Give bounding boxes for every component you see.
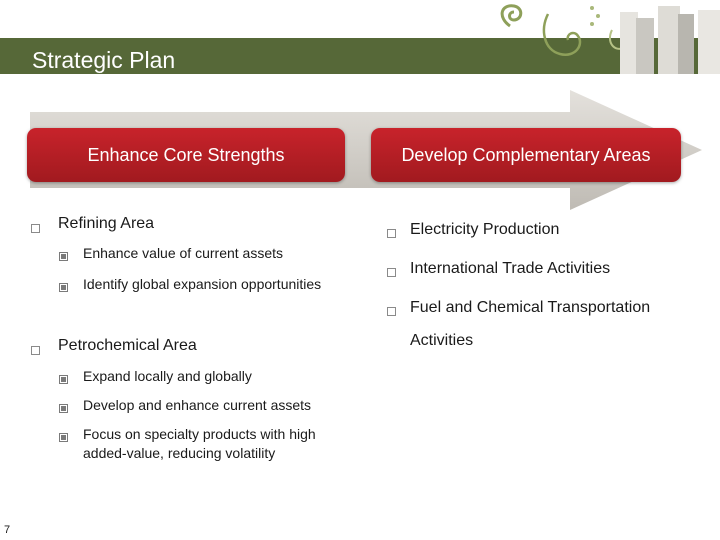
sub-bullet-icon bbox=[59, 375, 68, 384]
complementary-item: International Trade Activities bbox=[410, 260, 611, 277]
title-bar bbox=[0, 38, 720, 74]
tab-develop-complementary-areas: Develop Complementary Areas bbox=[371, 128, 681, 182]
complementary-item: Fuel and Chemical Transportation bbox=[410, 299, 651, 316]
page-number: 7 bbox=[4, 524, 11, 536]
bullet-icon bbox=[31, 346, 40, 355]
sub-bullet-icon bbox=[59, 283, 68, 292]
tab-enhance-core-strengths: Enhance Core Strengths bbox=[27, 128, 345, 182]
refining-item: Identify global expansion opportunities bbox=[83, 276, 322, 292]
bullet-icon bbox=[31, 224, 40, 233]
petrochemical-item: Expand locally and globally bbox=[83, 368, 252, 384]
sub-bullet-icon bbox=[59, 433, 68, 442]
petrochemical-item: Focus on specialty products with high bbox=[83, 426, 316, 442]
complementary-item: Electricity Production bbox=[410, 221, 560, 238]
tab-label: Develop Complementary Areas bbox=[401, 144, 651, 165]
sub-bullet-icon bbox=[59, 404, 68, 413]
petrochemical-item: Develop and enhance current assets bbox=[83, 397, 312, 413]
refining-heading: Refining Area bbox=[58, 215, 155, 232]
petrochemical-item-continued: added-value, reducing volatility bbox=[83, 445, 276, 461]
tab-label: Enhance Core Strengths bbox=[87, 144, 285, 165]
decorative-swirl-icon bbox=[500, 4, 720, 74]
bullet-icon bbox=[387, 268, 396, 277]
bullet-icon bbox=[387, 229, 396, 238]
refining-item: Enhance value of current assets bbox=[83, 245, 284, 261]
bullet-icon bbox=[387, 307, 396, 316]
complementary-item-continued: Activities bbox=[410, 332, 474, 349]
sub-bullet-icon bbox=[59, 252, 68, 261]
petrochemical-heading: Petrochemical Area bbox=[58, 337, 197, 354]
slide-title: Strategic Plan bbox=[32, 47, 176, 73]
